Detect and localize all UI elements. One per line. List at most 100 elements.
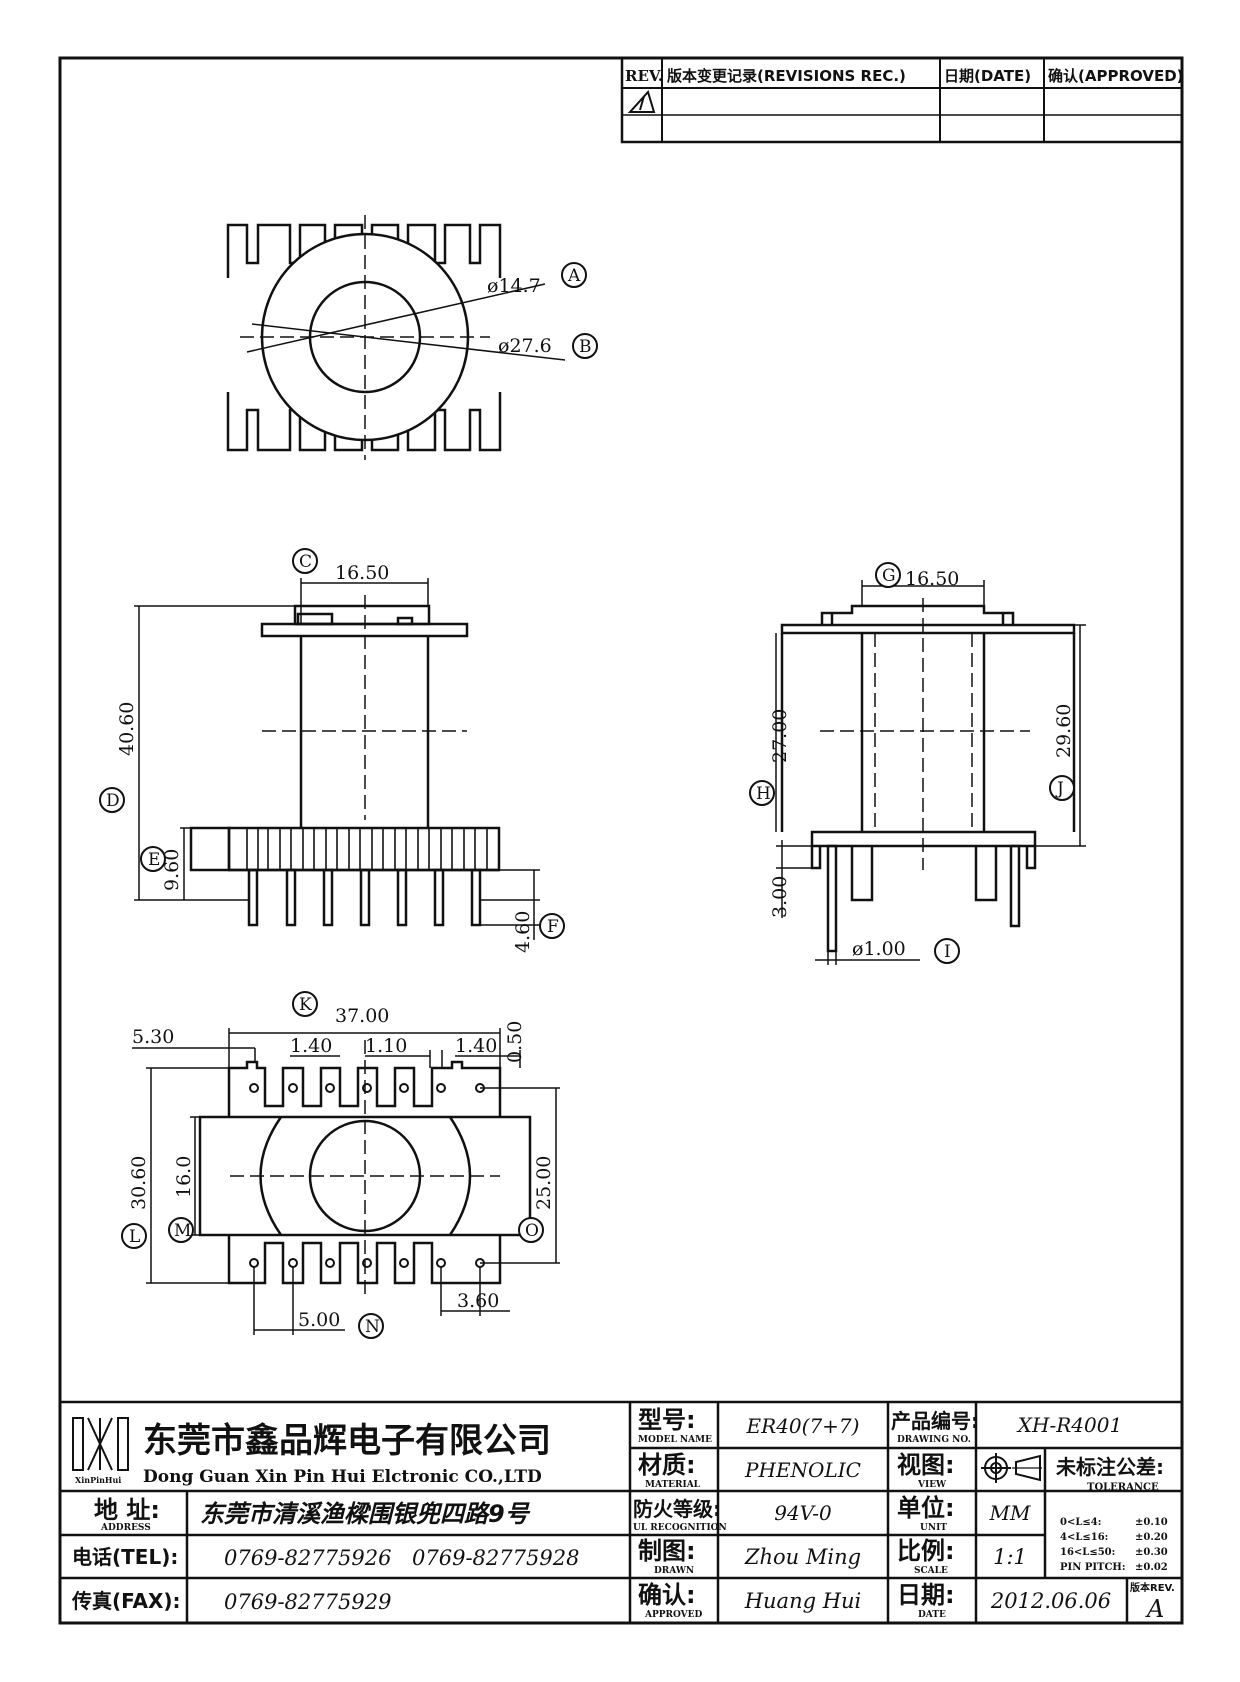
- model-label: 型号:: [638, 1406, 696, 1434]
- tolerance-value-4: ±0.02: [1135, 1562, 1168, 1573]
- svg-text:O: O: [525, 1221, 539, 1241]
- top-dim-inner-diameter: ø14.7: [487, 275, 541, 297]
- tel-value-1: 0769-82775926: [224, 1546, 391, 1570]
- callout-o: O: [518, 1217, 544, 1243]
- scale-label-en: SCALE: [914, 1566, 948, 1576]
- model-value: ER40(7+7): [746, 1414, 860, 1438]
- svg-text:M: M: [174, 1221, 191, 1241]
- top-dim-outer-diameter: ø27.6: [498, 335, 552, 357]
- callout-h: H: [749, 780, 775, 806]
- svg-text:A: A: [567, 266, 581, 286]
- drawing-no-label: 产品编号:: [891, 1409, 979, 1433]
- svg-text:E: E: [148, 850, 160, 870]
- unit-label: 单位:: [897, 1494, 955, 1522]
- material-value: PHENOLIC: [744, 1458, 861, 1482]
- svg-text:H: H: [756, 784, 771, 804]
- callout-n: N: [358, 1313, 384, 1339]
- unit-label-en: UNIT: [920, 1523, 947, 1533]
- side-dim-inner-height: 27.00: [769, 709, 791, 763]
- svg-text:D: D: [106, 791, 120, 811]
- tolerance-range-1: 0<L≤4:: [1060, 1517, 1101, 1528]
- bottom-dim-overall-width: 37.00: [335, 1005, 389, 1027]
- ul-label: 防火等级:: [633, 1497, 721, 1521]
- rev-label: 版本REV.: [1130, 1581, 1175, 1594]
- svg-text:N: N: [365, 1317, 380, 1337]
- tolerance-value-2: ±0.20: [1135, 1532, 1168, 1543]
- material-label-en: MATERIAL: [645, 1480, 701, 1490]
- drawing-no-value: XH-R4001: [1016, 1413, 1122, 1437]
- scale-value: 1:1: [993, 1545, 1027, 1569]
- revision-table: REV. 版本变更记录(REVISIONS REC.) 日期(DATE) 确认(…: [620, 56, 1184, 144]
- ul-value: 94V-0: [774, 1501, 832, 1525]
- bottom-dim-pin-gap-1: 1.40: [290, 1035, 332, 1057]
- approved-label-en: APPROVED: [644, 1610, 703, 1620]
- svg-text:F: F: [547, 917, 559, 937]
- tolerance-range-2: 4<L≤16:: [1060, 1532, 1108, 1543]
- tolerance-value-1: ±0.10: [1135, 1517, 1168, 1528]
- side-view: [775, 580, 1086, 965]
- scale-label: 比例:: [897, 1537, 955, 1565]
- bottom-dim-end-pitch: 3.60: [457, 1290, 499, 1312]
- fax-label: 传真(FAX):: [71, 1589, 181, 1613]
- bottom-dim-pin-gap-3: 1.40: [455, 1035, 497, 1057]
- unit-value: MM: [989, 1501, 1031, 1525]
- rev-header: REV.: [625, 67, 663, 85]
- side-dim-pin-diameter: ø1.00: [852, 938, 906, 960]
- front-view: [134, 578, 540, 940]
- approved-value: Huang Hui: [744, 1589, 862, 1613]
- svg-text:I: I: [944, 942, 951, 962]
- material-label: 材质:: [638, 1451, 696, 1479]
- bottom-dim-pin-pitch: 5.00: [298, 1309, 340, 1331]
- ul-label-en: UL RECOGNITION: [633, 1523, 727, 1533]
- model-label-en: MODEL NAME: [638, 1435, 712, 1445]
- svg-text:C: C: [299, 552, 312, 572]
- callout-l: L: [121, 1223, 147, 1249]
- callout-a: A: [561, 262, 587, 288]
- revisions-header: 版本变更记录(REVISIONS REC.): [667, 67, 906, 85]
- drawn-label: 制图:: [638, 1537, 696, 1565]
- callout-g: G: [875, 562, 901, 588]
- logo-text: XinPinHui: [75, 1475, 121, 1485]
- address-label-en: ADDRESS: [100, 1523, 151, 1533]
- fax-value: 0769-82775929: [224, 1590, 391, 1614]
- callout-e: E: [140, 846, 166, 872]
- bottom-dim-tab-height: 0.50: [504, 1021, 526, 1063]
- title-block: XinPinHui 东莞市鑫品辉电子有限公司 Dong Guan Xin Pin…: [60, 1400, 1182, 1623]
- company-name-cn: 东莞市鑫品辉电子有限公司: [143, 1421, 551, 1461]
- view-label-en: VIEW: [917, 1480, 947, 1490]
- tolerance-label-en: TOLERANCE: [1087, 1482, 1159, 1493]
- svg-text:L: L: [129, 1227, 140, 1247]
- date-label: 日期:: [897, 1581, 955, 1609]
- side-dim-top-width: 16.50: [905, 568, 959, 590]
- drawn-label-en: DRAWN: [654, 1566, 694, 1576]
- tel-label: 电话(TEL):: [72, 1545, 178, 1569]
- company-logo-icon: [72, 1417, 129, 1471]
- svg-text:G: G: [882, 566, 896, 586]
- date-value: 2012.06.06: [990, 1589, 1111, 1613]
- tolerance-label: 未标注公差:: [1056, 1455, 1164, 1479]
- callout-f: F: [539, 913, 565, 939]
- callout-c: C: [292, 548, 318, 574]
- bottom-view: [132, 1028, 560, 1335]
- callout-m: M: [168, 1217, 194, 1243]
- tolerance-range-3: 16<L≤50:: [1060, 1547, 1115, 1558]
- tolerance-range-4: PIN PITCH:: [1060, 1562, 1126, 1573]
- callout-j: J: [1049, 775, 1075, 801]
- side-dim-outer-height: 29.60: [1053, 704, 1075, 758]
- address-value: 东莞市清溪渔樑围银兜四路9号: [200, 1500, 531, 1528]
- bottom-dim-row-spacing: 25.00: [533, 1156, 555, 1210]
- revision-triangle-icon: [627, 90, 656, 113]
- tolerance-value-3: ±0.30: [1135, 1547, 1168, 1558]
- drawn-value: Zhou Ming: [744, 1545, 861, 1569]
- bottom-dim-overall-depth: 30.60: [128, 1156, 150, 1210]
- svg-text:B: B: [579, 337, 592, 357]
- drawing-no-label-en: DRAWING NO.: [897, 1435, 971, 1445]
- address-label: 地 址:: [94, 1496, 160, 1524]
- front-dim-total-height: 40.60: [116, 702, 138, 756]
- rev-value: A: [1145, 1595, 1164, 1623]
- third-angle-projection-icon: [981, 1453, 1042, 1483]
- date-label-en: DATE: [918, 1610, 946, 1620]
- top-view: [226, 215, 566, 460]
- front-dim-tube-width: 16.50: [335, 562, 389, 584]
